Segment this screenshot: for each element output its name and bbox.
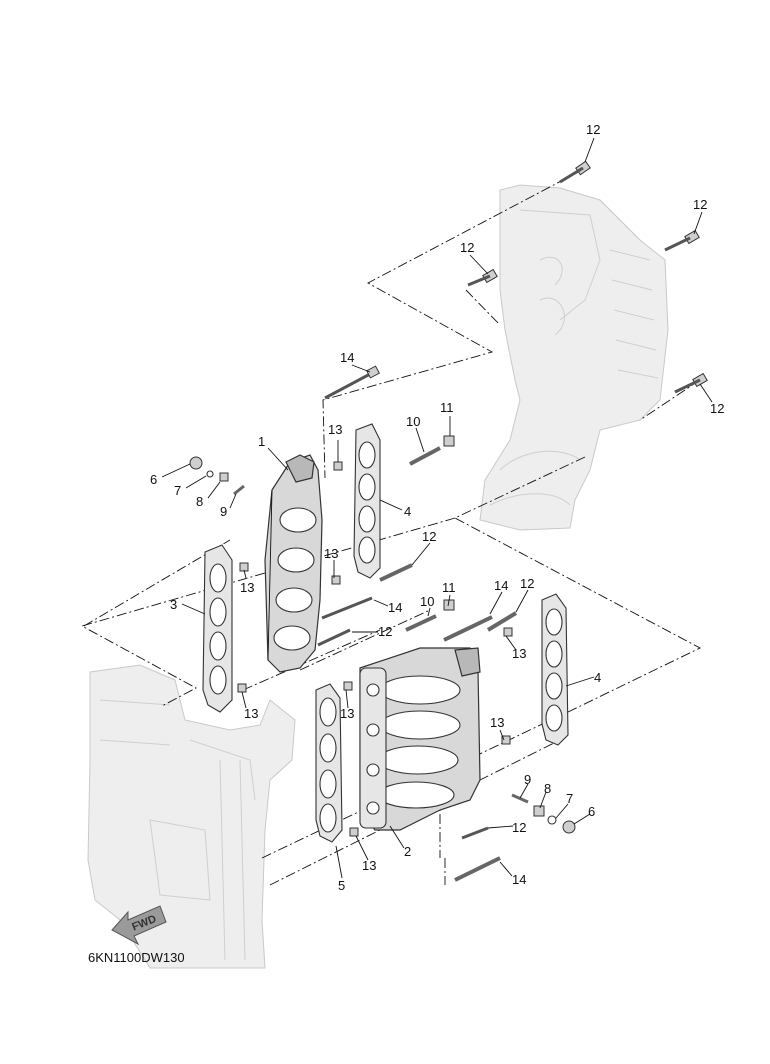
callout-9: 9 — [220, 504, 227, 519]
fwd-arrow-icon: FWD — [111, 905, 167, 946]
callout-6: 6 — [588, 804, 595, 819]
callout-14: 14 — [340, 350, 354, 365]
callout-5: 5 — [338, 878, 345, 893]
callout-14: 14 — [512, 872, 526, 887]
callout-leaders — [161, 137, 713, 879]
ghost-engine-lower — [87, 664, 296, 969]
callout-12: 12 — [710, 401, 724, 416]
callout-13: 13 — [244, 706, 258, 721]
callout-11: 11 — [442, 580, 456, 595]
callout-8: 8 — [544, 781, 551, 796]
callout-10: 10 — [420, 594, 434, 609]
callout-8: 8 — [196, 494, 203, 509]
callout-14: 14 — [494, 578, 508, 593]
callout-12: 12 — [586, 122, 600, 137]
callout-4: 4 — [594, 670, 601, 685]
callout-9: 9 — [524, 772, 531, 787]
fasteners — [189, 160, 708, 882]
callout-10: 10 — [406, 414, 420, 429]
diagram-code: 6KN1100DW130 — [88, 950, 185, 965]
callout-13: 13 — [362, 858, 376, 873]
callout-12: 12 — [422, 529, 436, 544]
callout-12: 12 — [460, 240, 474, 255]
callout-12: 12 — [693, 197, 707, 212]
callout-12: 12 — [520, 576, 534, 591]
callout-13: 13 — [328, 422, 342, 437]
callout-4: 4 — [404, 504, 411, 519]
intake-manifold-left — [264, 454, 323, 673]
callout-7: 7 — [566, 791, 573, 806]
callout-13: 13 — [240, 580, 254, 595]
callout-7: 7 — [174, 483, 181, 498]
callout-13: 13 — [490, 715, 504, 730]
callout-6: 6 — [150, 472, 157, 487]
callout-12: 12 — [378, 624, 392, 639]
gasket-3 — [202, 544, 233, 713]
callout-13: 13 — [340, 706, 354, 721]
callout-2: 2 — [404, 844, 411, 859]
gasket-5 — [315, 683, 343, 843]
callout-12: 12 — [512, 820, 526, 835]
gasket-4-upper — [353, 423, 381, 579]
callout-13: 13 — [512, 646, 526, 661]
callout-1: 1 — [258, 434, 265, 449]
callout-13: 13 — [324, 546, 338, 561]
callout-11: 11 — [440, 400, 454, 415]
gasket-4-lower — [541, 593, 569, 746]
callout-14: 14 — [388, 600, 402, 615]
ghost-engine-upper — [479, 184, 669, 531]
intake-manifold-right — [359, 647, 481, 831]
callout-3: 3 — [170, 597, 177, 612]
callout-labels: 12 12 12 12 14 1 13 10 11 6 7 8 9 4 12 1… — [150, 122, 724, 893]
